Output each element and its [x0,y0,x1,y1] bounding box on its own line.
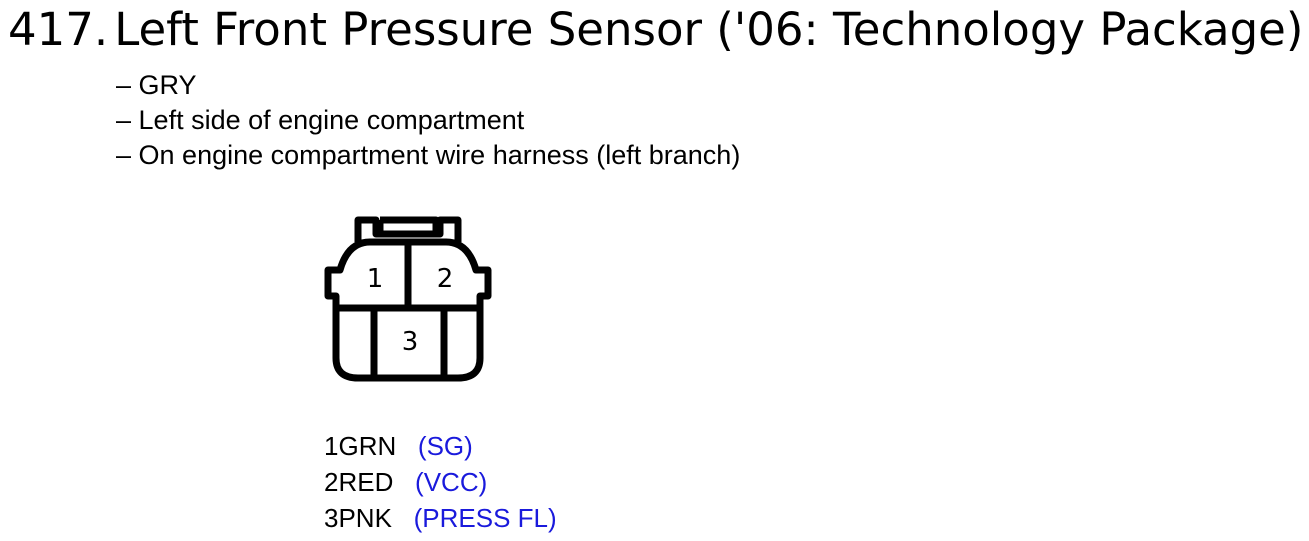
pin-assignment-list: 1GRN (SG) 2RED (VCC) 3PNK (PRESS FL) [324,428,557,536]
detail-connector-color: GRY [116,68,740,103]
pin-function: (VCC) [415,467,488,497]
pin-row: 1GRN (SG) [324,428,557,464]
wire-color: RED [338,467,394,497]
pin-number: 1 [324,431,339,461]
wire-color: PNK [338,503,392,533]
pin-row: 2RED (VCC) [324,464,557,500]
connector-pin-2: 2 [437,264,454,294]
detail-harness: On engine compartment wire harness (left… [116,138,741,173]
connector-pin-1: 1 [367,264,384,294]
connector-diagram: 1 2 3 [324,216,492,382]
pin-function: (SG) [417,431,473,461]
component-details: GRY Left side of engine compartment On e… [116,68,741,173]
component-number: 417. [8,3,109,56]
connector-pin-3: 3 [402,327,419,357]
detail-location: Left side of engine compartment [116,103,740,138]
wire-color: GRN [338,431,397,461]
connector-latch [354,216,462,242]
page-title: 417.Left Front Pressure Sensor ('06: Tec… [8,0,1303,60]
pin-function: (PRESS FL) [413,503,557,533]
pin-row: 3PNK (PRESS FL) [324,500,557,536]
connector-housing [324,238,492,382]
connector-latch-tab [376,216,440,234]
pin-number: 3 [324,503,339,533]
component-name: Left Front Pressure Sensor ('06: Technol… [114,3,1304,56]
pin-number: 2 [324,467,339,497]
